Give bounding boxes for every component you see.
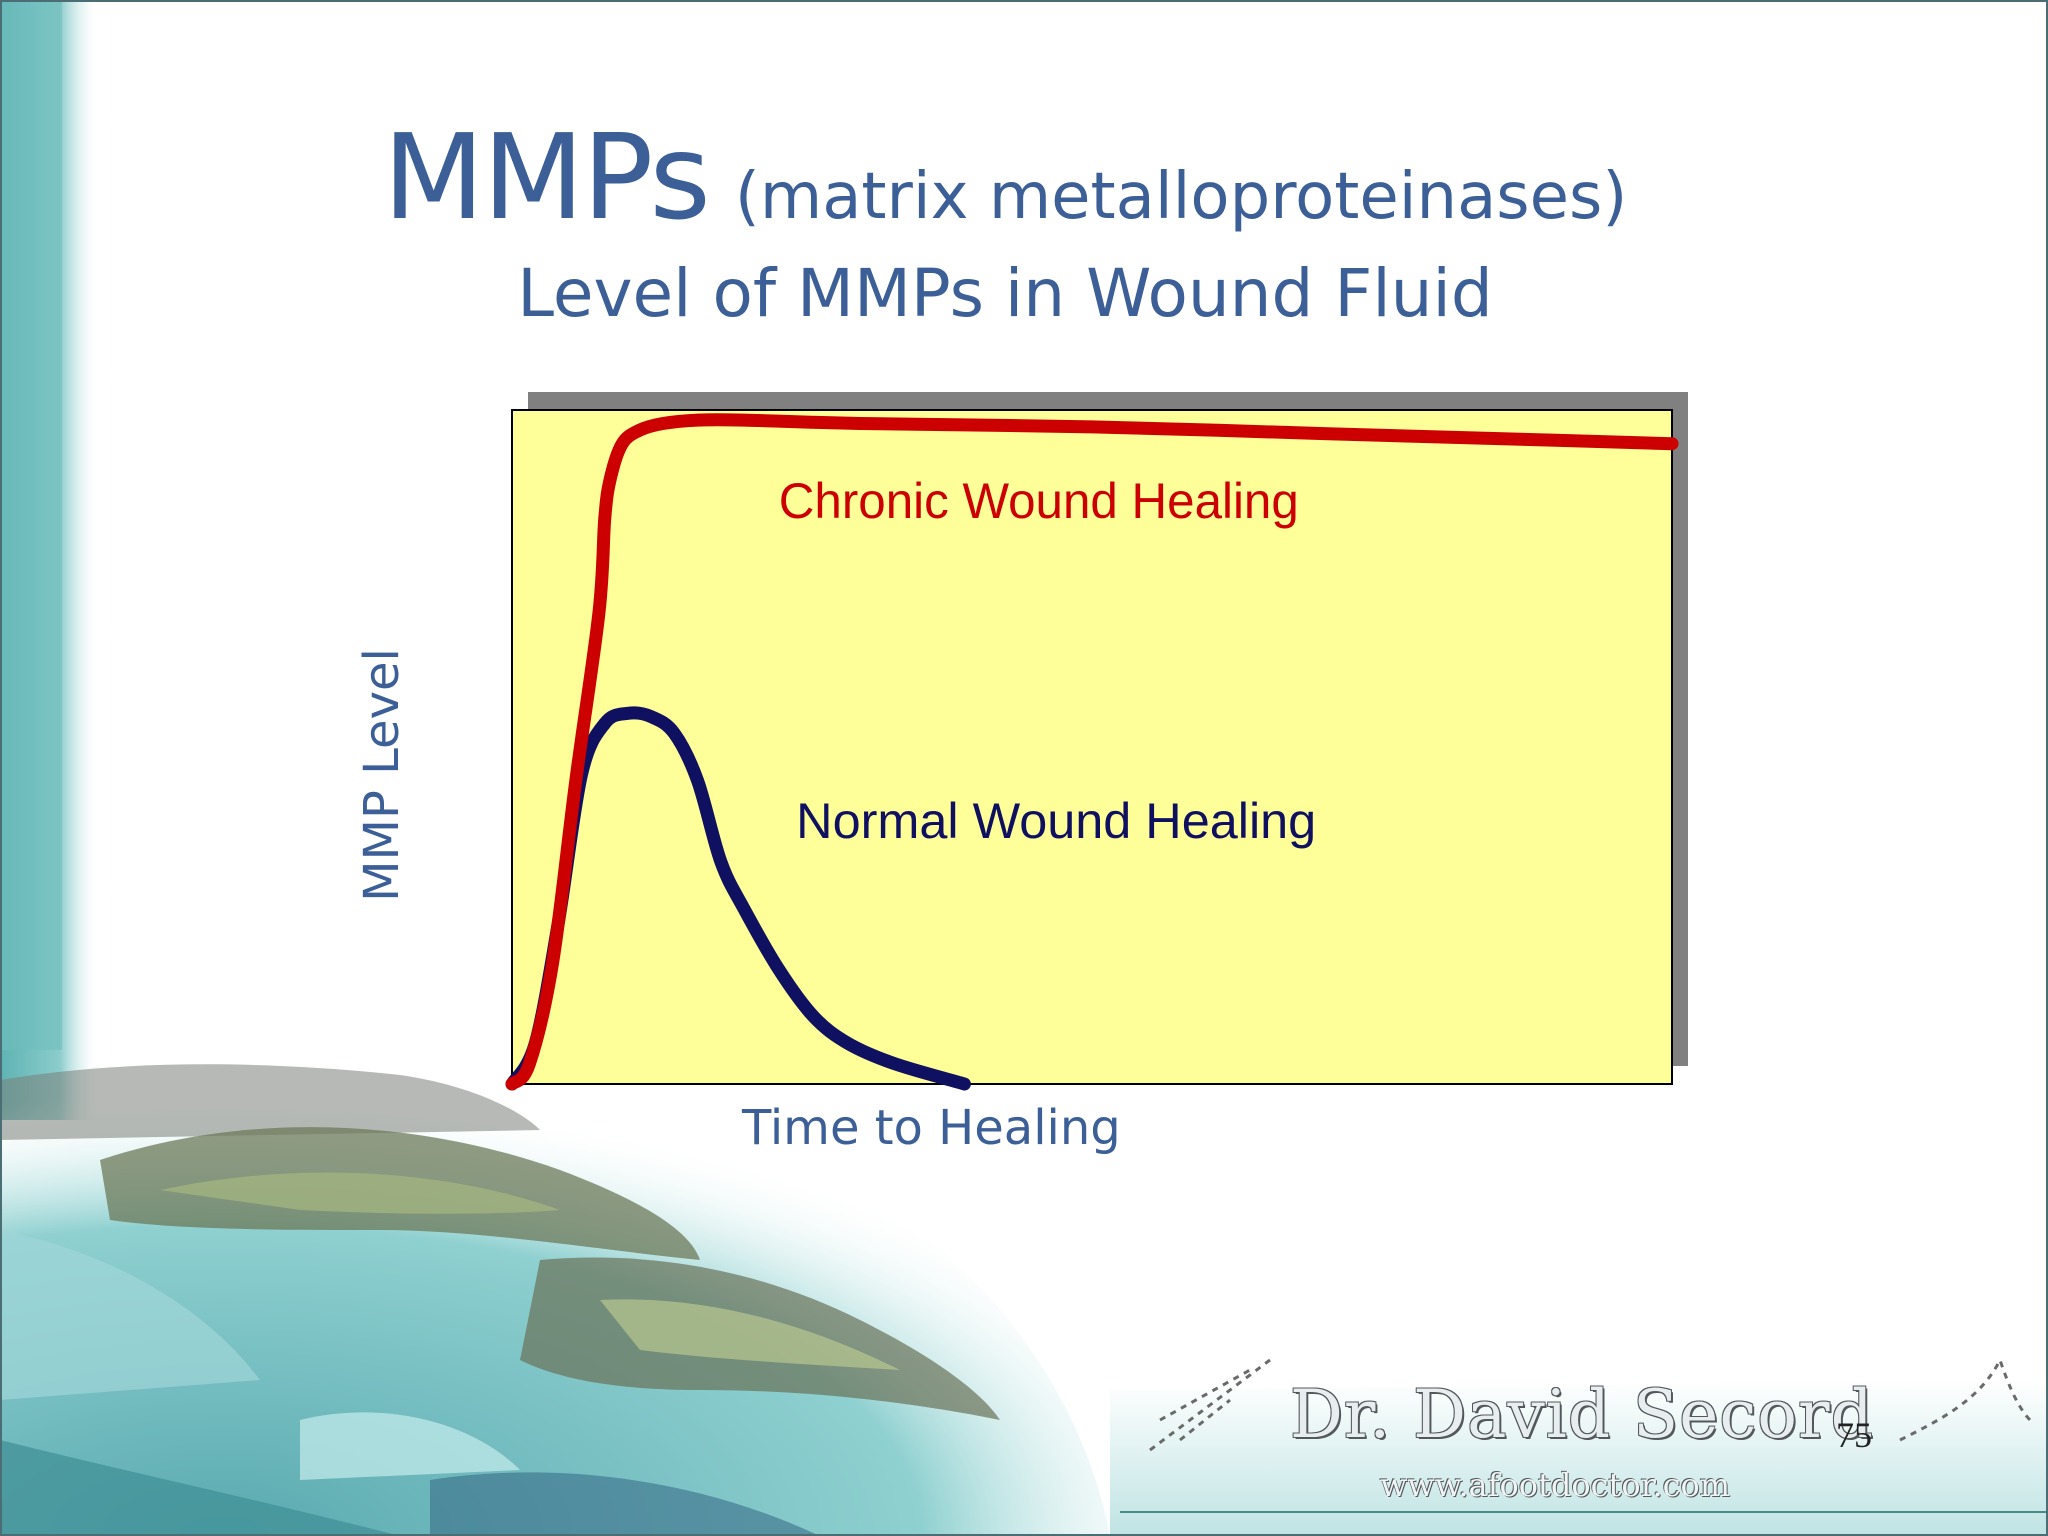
slide-title: MMPs (matrix metalloproteinases) — [0, 108, 2010, 246]
logo-name: Dr. David Secord — [1290, 1376, 1874, 1453]
x-axis-label: Time to Healing — [742, 1100, 1121, 1156]
chart-title: Level of MMPs in Wound Fluid — [517, 255, 1493, 332]
logo-url: www.afootdoctor.com — [1380, 1466, 1731, 1504]
title-parenthetical: (matrix metalloproteinases) — [734, 160, 1628, 234]
series-label-chronic-wound-healing: Chronic Wound Healing — [779, 473, 1299, 529]
series-label-normal-wound-healing: Normal Wound Healing — [796, 793, 1316, 849]
y-axis-label: MMP Level — [354, 648, 410, 902]
plot-area — [511, 409, 1673, 1085]
series-line-chronic-wound-healing — [505, 413, 1679, 1091]
page-number: 75 — [1836, 1415, 1872, 1455]
title-main: MMPs — [382, 108, 711, 246]
